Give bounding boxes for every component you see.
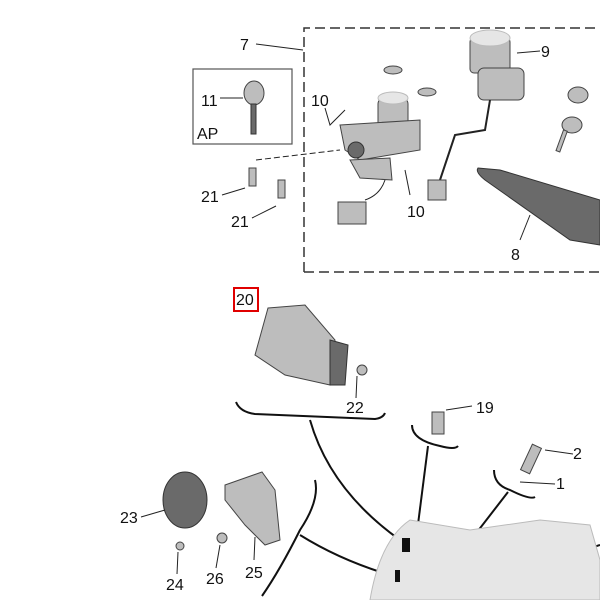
callout-11: 11 <box>201 93 218 110</box>
callout-24: 24 <box>166 577 184 594</box>
group-box-7 <box>303 27 600 272</box>
leader-7 <box>255 43 304 51</box>
callout-21a: 21 <box>201 189 219 206</box>
axis-line <box>255 149 341 161</box>
motorcycle-silhouette <box>369 519 600 600</box>
leader-1 <box>519 481 556 485</box>
group-brace-19 <box>411 424 459 449</box>
ignition-switch <box>337 65 437 225</box>
group-brace-20 <box>235 401 386 421</box>
leader-26 <box>215 544 221 569</box>
callout-22: 22 <box>346 400 364 417</box>
leader-21b <box>251 205 277 219</box>
ap-box <box>192 68 293 145</box>
callout-25: 25 <box>245 565 263 582</box>
callout-23: 23 <box>120 510 138 527</box>
horn-bracket-25 <box>224 471 281 546</box>
sensor-2 <box>519 443 543 475</box>
callout-ap: AP <box>197 126 218 143</box>
pointer-20 <box>309 419 401 541</box>
bolt-21b <box>277 179 286 199</box>
leader-22 <box>355 375 358 399</box>
bracket-20 <box>254 304 368 386</box>
group-brace-1 <box>493 469 536 499</box>
leader-23 <box>140 509 166 518</box>
callout-10a: 10 <box>311 93 329 110</box>
key-icon <box>243 80 265 135</box>
sensor-19 <box>431 411 445 435</box>
callout-7: 7 <box>240 37 249 54</box>
leader-21a <box>221 187 246 196</box>
callout-2: 2 <box>573 446 582 463</box>
leader-2 <box>544 449 574 455</box>
keys <box>555 86 589 153</box>
callout-21b: 21 <box>231 214 249 231</box>
callout-10b: 10 <box>407 204 425 221</box>
leader-10b <box>404 169 411 196</box>
leader-25 <box>253 536 256 561</box>
lock-cylinder <box>427 29 525 201</box>
callout-26: 26 <box>206 571 224 588</box>
callout-1: 1 <box>556 476 565 493</box>
leader-8 <box>519 214 531 241</box>
seat-lock-cable <box>476 167 600 246</box>
bolt-24 <box>175 541 185 551</box>
leader-24 <box>176 551 179 575</box>
pointer-23 <box>299 534 391 576</box>
leader-19 <box>445 405 473 411</box>
callout-8: 8 <box>511 247 520 264</box>
callout-20: 20 <box>236 292 254 309</box>
leader-10a <box>324 107 346 126</box>
callout-9: 9 <box>541 44 550 61</box>
highlight-box-20 <box>233 287 259 312</box>
callout-19: 19 <box>476 400 494 417</box>
horn-23 <box>162 471 208 529</box>
bolt-26 <box>216 532 228 544</box>
group-brace-23 <box>261 479 317 597</box>
leader-9 <box>516 50 541 54</box>
bolt-21a <box>248 167 257 187</box>
